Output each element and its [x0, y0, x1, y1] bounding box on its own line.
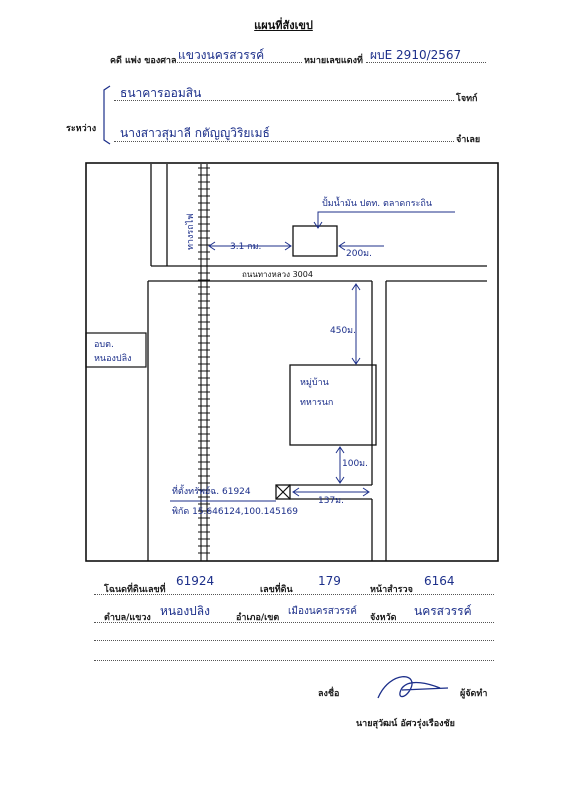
village-label-1: หมู่บ้าน [300, 377, 329, 388]
district-label: อำเภอ/เขต [236, 613, 280, 623]
land-no-value: 179 [318, 574, 341, 588]
maker-role: ผู้จัดทำ [460, 689, 488, 699]
office-label-1: อบต. [94, 340, 114, 350]
railway-label: ทางรถไฟ [185, 213, 196, 250]
deed-value: 61924 [176, 574, 215, 588]
survey-value: 6164 [424, 574, 455, 588]
survey-label: หน้าสำรวจ [370, 585, 413, 595]
dist-plot-label: 137ม. [318, 496, 344, 506]
court-value: แขวงนครสวรรค์ [178, 48, 265, 62]
railway [198, 164, 210, 561]
party-label: ระหว่าง [66, 124, 97, 134]
page-title: แผนที่สังเขป [254, 19, 313, 32]
dist-village-top-label: 450ม. [330, 326, 356, 336]
land-no-label: เลขที่ดิน [260, 585, 293, 595]
defendant-role: จำเลย [456, 135, 481, 145]
office-box [85, 332, 147, 368]
village-label-2: ทหารนก [300, 398, 333, 408]
deed-label: โฉนดที่ดินเลขที่ [104, 585, 166, 595]
plaintiff-role: โจทก์ [456, 94, 478, 104]
case-label: คดี แพ่ง ของศาล [110, 56, 177, 66]
plaintiff-value: ธนาคารออมสิน [120, 86, 202, 100]
district-value: เมืองนครสวรรค์ [288, 606, 357, 617]
party-bracket [103, 85, 111, 145]
gas-station-box [292, 225, 338, 257]
defendant-value: นางสาวสุมาลี กตัญญูวิริยเมธ์ [120, 126, 270, 140]
sign-label: ลงชื่อ [318, 689, 340, 699]
case-number-value: ผบE 2910/2567 [370, 48, 462, 62]
case-number-label: หมายเลขแดงที่ [304, 56, 363, 66]
province-value: นครสวรรค์ [414, 604, 472, 618]
province-label: จังหวัด [370, 613, 397, 623]
signature [377, 676, 449, 699]
highway-label: ถนนทางหลวง 3004 [242, 270, 313, 279]
gas-station-label: ปั้มน้ำมัน ปตท. ตลาดกระถิน [322, 196, 432, 209]
dist-village-bottom-label: 100ม. [342, 459, 368, 469]
plot-marker [275, 484, 291, 500]
maker-name: นายสุวัฒน์ อัศวรุ่งเรืองชัย [356, 719, 455, 729]
village-box [289, 364, 377, 446]
plot-coords: พิกัด 15.646124,100.145169 [172, 506, 298, 517]
subdistrict-label: ตำบล/แขวง [104, 613, 151, 623]
dist-railway-label: 3.1 กม. [230, 242, 261, 252]
plot-label: ที่ตั้งทรัพย์ฉ. 61924 [172, 484, 251, 497]
office-label-2: หนองปลิง [94, 353, 132, 364]
dist-station-label: 200ม. [346, 249, 372, 259]
subdistrict-value: หนองปลิง [160, 604, 211, 618]
